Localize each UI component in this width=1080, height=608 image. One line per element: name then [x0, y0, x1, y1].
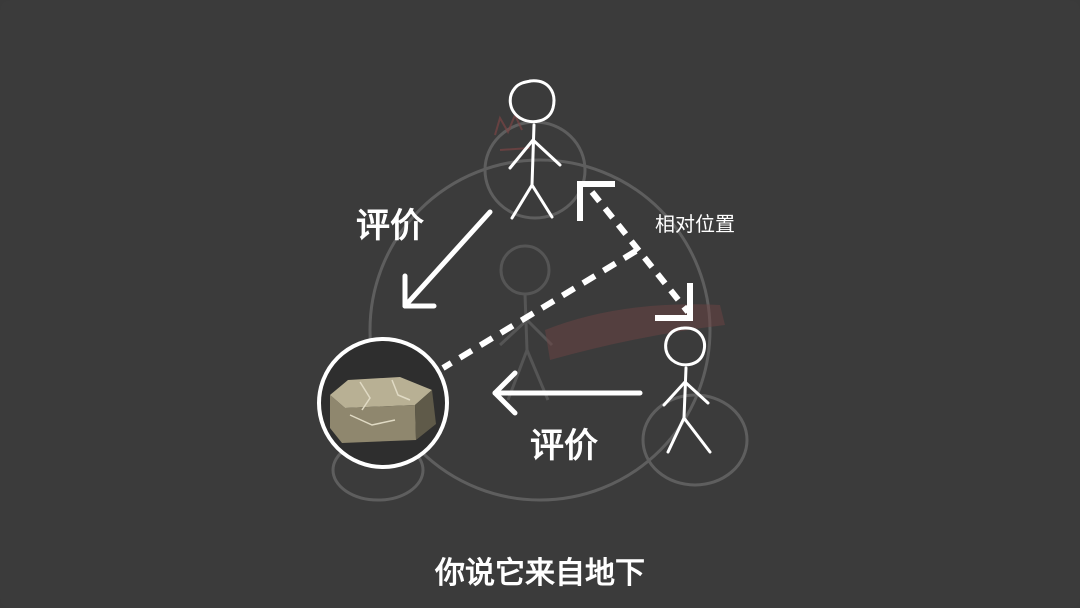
person-top-legs [510, 183, 554, 220]
person-right-head [664, 326, 706, 367]
stone-cracks [349, 379, 411, 426]
person-right-arms [662, 380, 710, 407]
person-right-body [682, 366, 688, 420]
person-right-legs [666, 416, 712, 454]
faint-big-circle [368, 158, 712, 502]
stone-object [317, 337, 449, 469]
evaluation-label-top: 评价 [356, 206, 424, 246]
person-top-arms [508, 138, 562, 170]
stone-top-face [330, 377, 432, 408]
faint-right-blob [641, 393, 749, 487]
person-right-icon [662, 326, 712, 454]
evaluation-arrow-bottom [492, 370, 643, 416]
person-top-body [530, 123, 536, 187]
relative-position-arrow [577, 181, 693, 321]
subtitle-caption: 你说它来自地下 [435, 556, 645, 591]
person-top-icon [508, 79, 562, 220]
stone-side-face [415, 390, 436, 440]
person-top-head [508, 79, 556, 124]
relative-position-label: 相对位置 [655, 212, 735, 236]
stone-front-face [330, 395, 416, 443]
evaluation-arrow-top [402, 209, 493, 309]
evaluation-label-bottom: 评价 [530, 426, 598, 466]
stone-icon [330, 377, 436, 443]
relative-position-dashed-line [441, 248, 638, 371]
